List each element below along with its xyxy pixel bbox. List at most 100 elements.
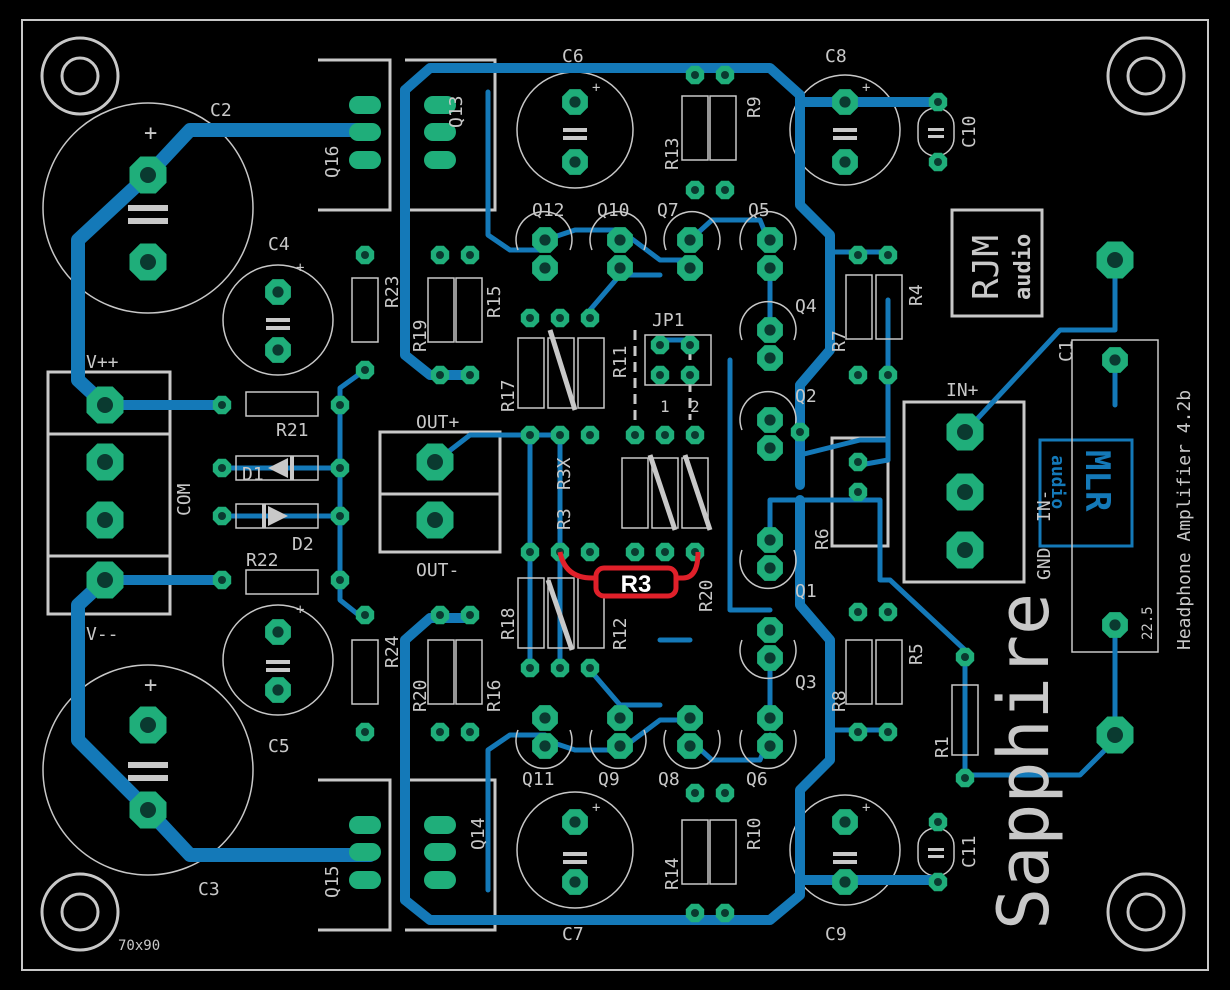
resistor-bodies xyxy=(235,95,979,885)
label-r22: R22 xyxy=(246,550,279,571)
pad-drill xyxy=(854,371,862,379)
pad-drill xyxy=(961,774,969,782)
pad-drill xyxy=(721,789,729,797)
label-q8: Q8 xyxy=(658,769,680,790)
label-c10: C10 xyxy=(959,115,980,148)
pad-drill xyxy=(764,352,776,364)
pad-drill xyxy=(934,878,942,886)
pad-oval xyxy=(424,123,456,141)
label-gnd: GND xyxy=(1034,547,1055,580)
label-q16: Q16 xyxy=(322,145,343,178)
svg-text:RJM: RJM xyxy=(966,235,1007,300)
pad-drill xyxy=(764,562,776,574)
pad-drill xyxy=(556,314,564,322)
rjm-audio-logo: RJM audio xyxy=(966,234,1036,300)
pad-drill xyxy=(526,548,534,556)
label-vmm: V-- xyxy=(86,624,119,645)
pad-drill xyxy=(361,366,369,374)
label-r4: R4 xyxy=(906,284,927,306)
label-q10: Q10 xyxy=(597,200,630,221)
pad-drill xyxy=(1107,252,1123,268)
pad-drill xyxy=(218,576,226,584)
svg-text:audio: audio xyxy=(1011,234,1036,300)
label-q6: Q6 xyxy=(746,769,768,790)
pad-drill xyxy=(140,802,156,818)
pad-drill xyxy=(272,286,284,298)
label-in-plus: IN+ xyxy=(946,380,979,401)
pad-oval xyxy=(349,871,381,889)
pad-drill xyxy=(1107,727,1123,743)
label-q13: Q13 xyxy=(446,95,467,128)
pad-oval xyxy=(424,843,456,861)
label-c1: C1 xyxy=(1056,340,1077,362)
pad-oval xyxy=(349,123,381,141)
label-r23: R23 xyxy=(382,275,403,308)
pad-drill xyxy=(884,251,892,259)
pad-drill xyxy=(140,167,156,183)
pad-drill xyxy=(539,740,551,752)
pad-oval xyxy=(349,151,381,169)
pad-drill xyxy=(272,344,284,356)
label-r11: R11 xyxy=(610,345,631,378)
pad-drill xyxy=(764,414,776,426)
pad-drill xyxy=(961,653,969,661)
pad-drill xyxy=(361,728,369,736)
pad-oval xyxy=(424,96,456,114)
label-plus: + xyxy=(296,602,304,618)
pad-drill xyxy=(361,611,369,619)
label-r20: R20 xyxy=(696,579,717,612)
pad-drill xyxy=(526,431,534,439)
mounting-holes xyxy=(40,36,1186,952)
label-plus: + xyxy=(862,80,870,96)
label-plus: + xyxy=(144,121,157,146)
pad-drill xyxy=(656,341,664,349)
pad-drill xyxy=(97,397,113,413)
terminal-blocks xyxy=(46,208,1159,653)
pad-drill xyxy=(361,251,369,259)
label-c5: C5 xyxy=(268,736,290,757)
pad-drill xyxy=(957,542,973,558)
label-r19: R19 xyxy=(410,319,431,352)
label-c4: C4 xyxy=(268,234,290,255)
capacitor-outlines xyxy=(42,71,955,909)
pad-drill xyxy=(721,909,729,917)
pad-drill xyxy=(436,728,444,736)
label-q15: Q15 xyxy=(322,865,343,898)
label-r15: R15 xyxy=(484,285,505,318)
pad-drill xyxy=(556,431,564,439)
pad-drill xyxy=(436,611,444,619)
label-plus: + xyxy=(592,80,600,96)
pad-drill xyxy=(336,576,344,584)
pad-drill xyxy=(556,664,564,672)
pad-drill xyxy=(539,262,551,274)
pad-drill xyxy=(884,608,892,616)
pad-drill xyxy=(526,664,534,672)
label-jp1: JP1 xyxy=(652,310,685,331)
svg-text:audio: audio xyxy=(1047,455,1068,509)
pad-drill xyxy=(764,712,776,724)
pad-drill xyxy=(586,431,594,439)
pad-drill xyxy=(839,156,851,168)
pad-drill xyxy=(691,71,699,79)
label-r6: R6 xyxy=(812,528,833,550)
label-c3: C3 xyxy=(198,879,220,900)
label-q14: Q14 xyxy=(468,817,489,850)
label-q5: Q5 xyxy=(748,200,770,221)
pad-drill xyxy=(436,251,444,259)
pad-drill xyxy=(569,156,581,168)
pad-drill xyxy=(569,96,581,108)
pad-drill xyxy=(336,512,344,520)
pad-drill xyxy=(764,740,776,752)
pad-drill xyxy=(691,431,699,439)
r3-highlight: R3 xyxy=(557,551,701,599)
label-r5: R5 xyxy=(906,643,927,665)
pad-drill xyxy=(466,251,474,259)
pad-drill xyxy=(854,251,862,259)
label-plus: + xyxy=(296,260,304,276)
label-r3: R3 xyxy=(554,508,575,530)
label-r16: R16 xyxy=(484,679,505,712)
label-c2: C2 xyxy=(210,100,232,121)
r3-highlight-label: R3 xyxy=(621,571,652,598)
pad-drill xyxy=(97,572,113,588)
pad-drill xyxy=(854,608,862,616)
